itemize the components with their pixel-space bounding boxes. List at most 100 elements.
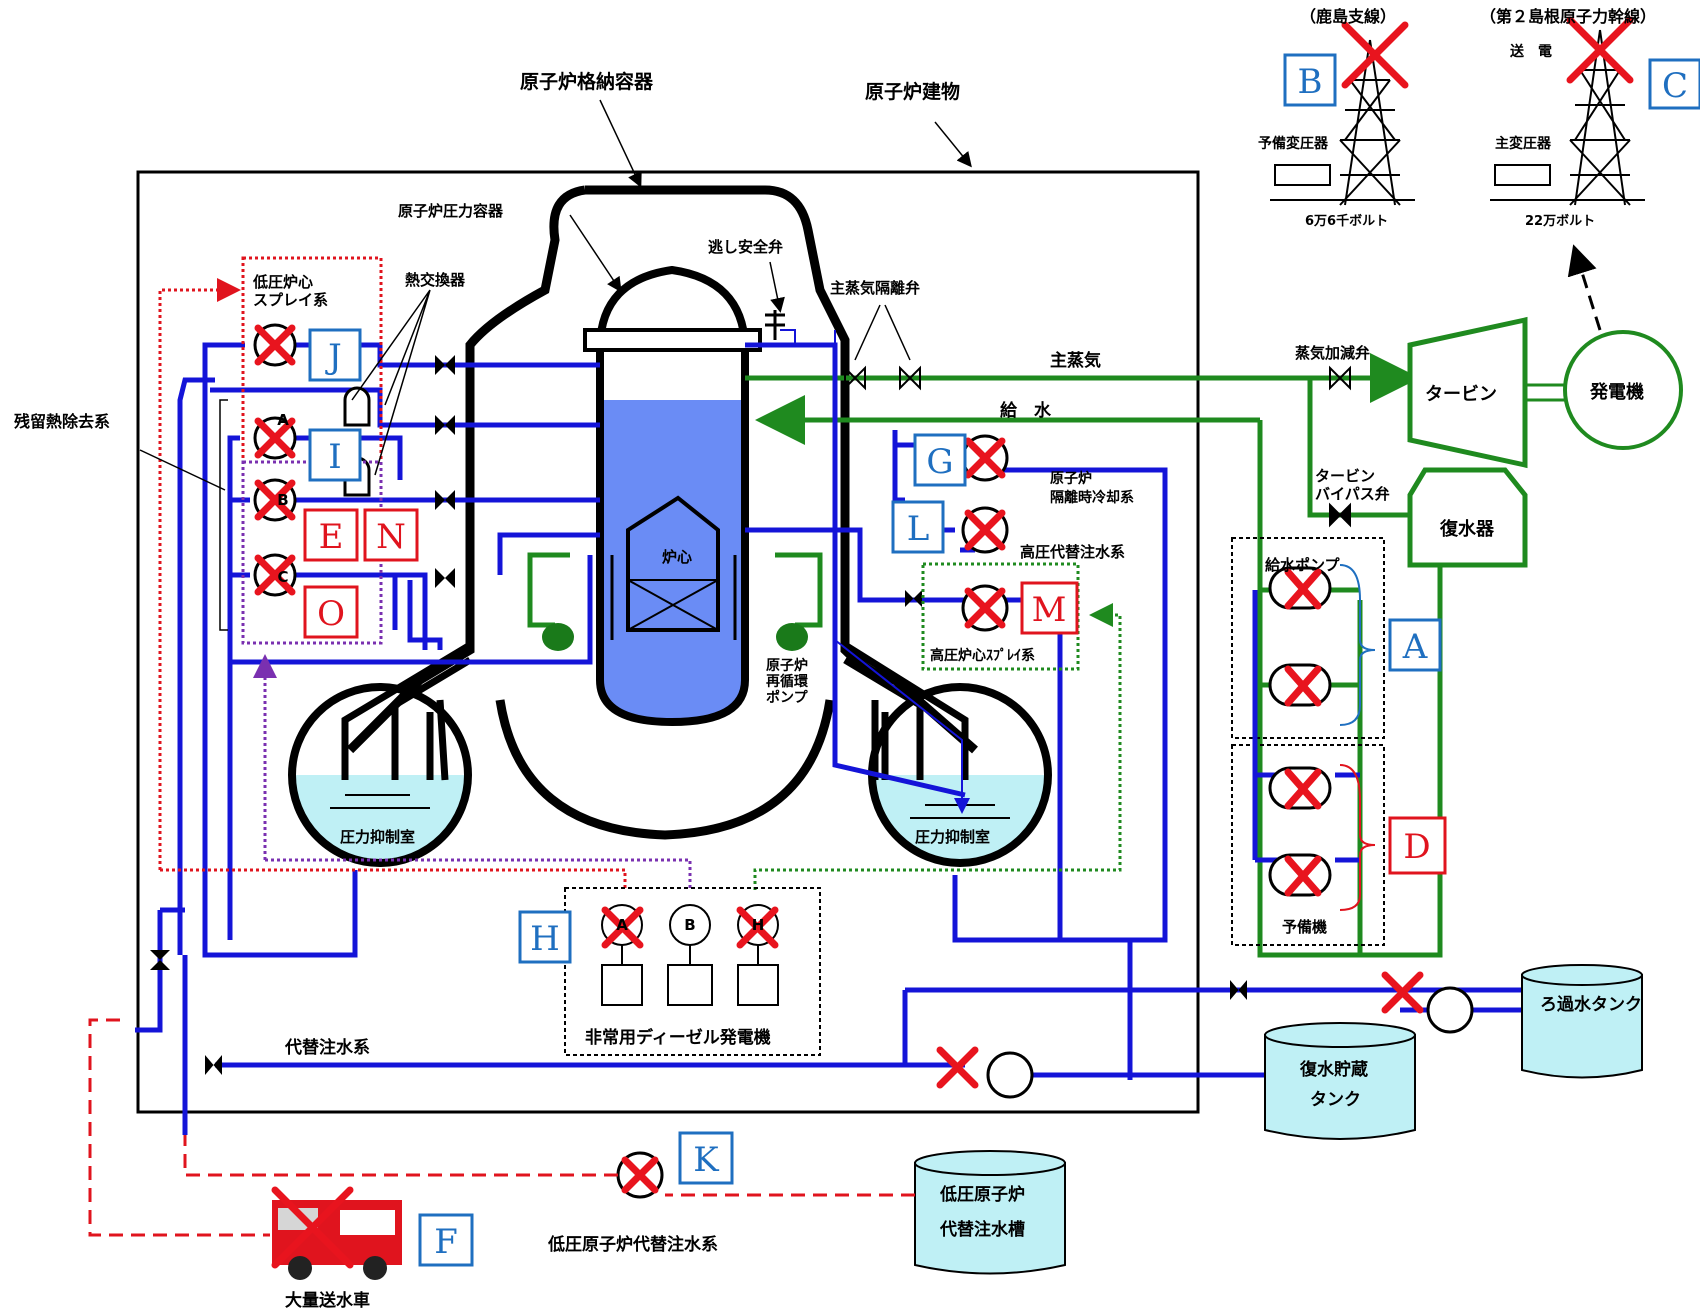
label-lpcs-1: 低圧炉心	[252, 273, 313, 291]
relief-valve	[765, 310, 785, 340]
label-lp-alt-injection: 低圧原子炉代替注水系	[547, 1234, 718, 1255]
diesel-generator-box	[564, 887, 821, 1056]
downcomer-right	[843, 642, 969, 780]
label-line-shimane: （第２島根原子力幹線）	[1480, 7, 1656, 26]
label-turbine: タービン	[1425, 384, 1497, 405]
letter-boxes	[303, 53, 1700, 1267]
letter-o: O	[317, 594, 345, 634]
failure-cross-marks	[254, 16, 1634, 1269]
letter-l: L	[907, 509, 930, 549]
label-recirc-3: ポンプ	[766, 689, 809, 706]
feedwater-pumps	[1268, 566, 1332, 897]
label-hpcs: 高圧炉心ｽﾌﾟﾚｲ系	[930, 647, 1035, 664]
label-alt-injection: 代替注水系	[284, 1037, 370, 1058]
label-heat-exchanger: 熱交換器	[405, 271, 466, 289]
hpcs-box	[921, 562, 1080, 671]
label-transmission: 送 電	[1509, 43, 1552, 60]
label-steam-control-valve: 蒸気加減弁	[1295, 344, 1370, 362]
letter-d: D	[1403, 827, 1430, 867]
pump-letter-a: A	[277, 411, 289, 429]
recirc-loop-right	[775, 552, 823, 628]
letter-h: H	[530, 919, 560, 959]
label-core: 炉心	[662, 548, 692, 566]
letter-n: N	[376, 517, 406, 557]
standby-pump-group	[1231, 744, 1385, 946]
condenser	[1407, 467, 1528, 568]
containment-vessel-outline	[346, 185, 978, 754]
transmission-tower-b	[1270, 39, 1415, 206]
generator	[1563, 330, 1683, 450]
label-reactor-building: 原子炉建物	[865, 80, 960, 103]
label-main-transformer: 主変圧器	[1495, 135, 1552, 152]
label-diesel: 非常用ディーゼル発電機	[585, 1027, 771, 1048]
label-voltage-66: 6万6千ボルト	[1305, 213, 1388, 229]
lpcs-box	[241, 256, 383, 645]
diesel-letter-b: B	[684, 916, 695, 934]
bypass-line	[1307, 378, 1410, 518]
label-rcic-2: 隔離時冷却系	[1050, 489, 1134, 506]
label-bypass-1: タービン	[1315, 467, 1375, 485]
letter-c: C	[1662, 66, 1688, 106]
label-rcic-1: 原子炉	[1050, 470, 1092, 487]
letter-i: I	[328, 437, 341, 477]
label-pressure-vessel: 原子炉圧力容器	[398, 202, 504, 220]
pump-letter-c: C	[277, 568, 288, 586]
transmission-tower-c	[1490, 29, 1645, 206]
containment-lower-bulb	[495, 699, 835, 840]
msiv-valves	[844, 365, 1351, 528]
recirc-pump-right	[776, 623, 808, 651]
label-containment-vessel: 原子炉格納容器	[520, 70, 654, 93]
lp-alt-tank	[914, 1150, 1066, 1275]
label-condensate-tank-1: 復水貯蔵	[1299, 1059, 1368, 1080]
label-fire-truck: 大量送水車	[285, 1290, 370, 1311]
label-feedwater: 給 水	[1000, 400, 1052, 421]
isolation-valves	[150, 355, 1247, 1075]
label-msiv: 主蒸気隔離弁	[830, 279, 920, 297]
feedwater-pump-group	[1231, 537, 1385, 739]
reactor-core	[610, 495, 737, 640]
pump-letter-b: B	[277, 491, 288, 509]
label-suppression-left: 圧力抑制室	[340, 828, 415, 846]
diesel-letter-h: H	[752, 916, 765, 934]
letter-f: F	[434, 1222, 458, 1262]
label-suppression-right: 圧力抑制室	[915, 828, 990, 846]
label-line-kashima: （鹿島支線）	[1300, 7, 1396, 26]
suppression-chamber-left	[288, 683, 472, 867]
letter-j: J	[325, 337, 342, 377]
letter-k: K	[693, 1140, 719, 1180]
diesel-letter-a: A	[616, 916, 628, 934]
label-recirc-1: 原子炉	[766, 657, 808, 674]
letter-a: A	[1402, 627, 1428, 667]
letter-b: B	[1298, 62, 1323, 102]
recirc-pump-left	[542, 623, 574, 651]
downcomer-left	[341, 641, 472, 781]
turbine	[1407, 316, 1528, 469]
label-filtered-water-tank: ろ過水タンク	[1540, 994, 1642, 1015]
fire-truck	[272, 1200, 402, 1280]
label-generator: 発電機	[1589, 381, 1644, 403]
label-relief-valve: 逃し安全弁	[708, 238, 783, 256]
label-hp-alt: 高圧代替注水系	[1020, 543, 1125, 561]
pointer-lines	[139, 99, 972, 491]
label-bypass-2: バイパス弁	[1315, 485, 1390, 503]
label-recirc-2: 再循環	[766, 673, 809, 690]
label-rhr: 残留熱除去系	[14, 412, 110, 431]
condensate-tank	[1264, 1022, 1416, 1140]
letter-g: G	[926, 442, 953, 482]
label-lp-alt-tank-1: 低圧原子炉	[939, 1184, 1025, 1205]
label-lp-alt-tank-2: 代替注水槽	[939, 1219, 1025, 1240]
label-voltage-220: 22万ボルト	[1525, 213, 1595, 229]
label-condensate-tank-2: タンク	[1310, 1090, 1361, 1110]
pressure-vessel	[583, 265, 762, 727]
label-feedwater-pump: 給水ポンプ	[1265, 556, 1341, 574]
reactor-building-outline	[136, 170, 1200, 1114]
letter-m: M	[1032, 590, 1067, 630]
label-standby-transformer: 予備変圧器	[1258, 135, 1329, 152]
filtered-water-tank	[1521, 964, 1643, 1079]
label-main-steam: 主蒸気	[1050, 350, 1101, 371]
label-condenser: 復水器	[1439, 518, 1495, 540]
label-lpcs-2: スプレイ系	[253, 291, 328, 309]
label-standby: 予備機	[1282, 918, 1327, 936]
letter-e: E	[319, 517, 344, 557]
